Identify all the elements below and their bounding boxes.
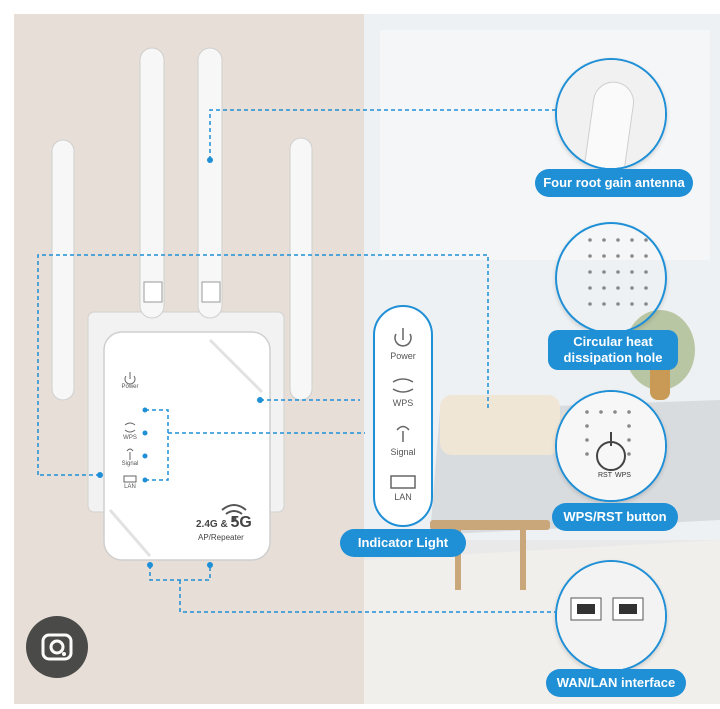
antennas [51,47,313,401]
indicator-power-label: Power [390,351,416,361]
device-band-text: 2.4G & 5G [196,514,252,532]
lan-icon [390,475,416,489]
device-power-label: Power [121,384,139,390]
wan-lan-zoom-circle [555,560,667,672]
power-icon [394,333,412,347]
wps-text: WPS [615,472,631,479]
indicator-signal-label: Signal [390,447,416,457]
cushion [440,395,560,455]
heat-line-2: dissipation hole [563,350,663,365]
device-lan-label: LAN [124,484,136,490]
wan-lan-callout-label: WAN/LAN interface [546,669,686,697]
rst-text: RST [598,472,612,479]
indicator-wps-label: WPS [392,398,414,408]
band-prefix: 2.4G & [196,519,231,530]
indicator-panel [373,305,433,527]
repeater-body [103,331,271,561]
wps-rst-callout-label: WPS/RST button [552,503,678,531]
callout-lines [37,109,560,613]
heat-hole-zoom-circle [555,222,667,334]
heat-dissipation-callout-label: Circular heat dissipation hole [548,330,678,370]
signal-icon [396,425,410,431]
band-5g: 5G [230,514,252,531]
device-signal-label: Signal [121,461,139,467]
lens-search-button[interactable] [26,616,88,678]
heat-line-1: Circular heat [573,334,653,349]
wifi-icon [221,504,247,522]
wps-icon [392,378,414,383]
indicator-callout-label: Indicator Light [340,529,466,557]
device-model-text: AP/Repeater [198,533,244,542]
side-table [430,520,550,530]
antenna-callout-label: Four root gain antenna [535,169,693,197]
wps-rst-zoom-circle [555,390,667,502]
device-led-icons [123,372,137,483]
antenna-zoom-circle [555,58,667,170]
lens-icon [41,633,73,661]
device-wps-label: WPS [123,435,137,441]
indicator-lan-label: LAN [394,492,412,502]
